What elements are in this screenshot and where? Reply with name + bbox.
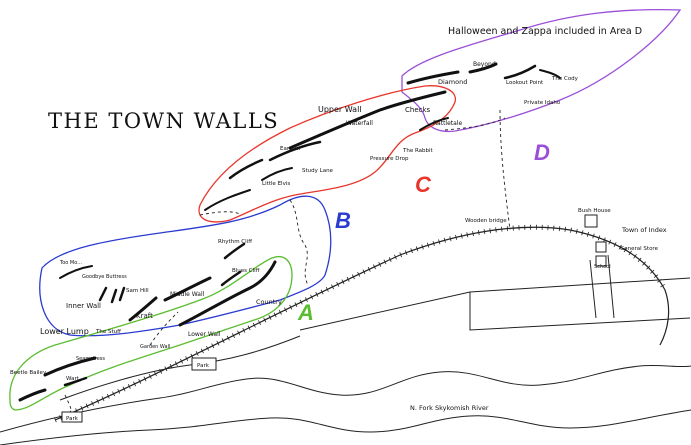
trails — [64, 109, 511, 421]
label-the-cody: The Cody — [551, 76, 579, 82]
label-bush-house: Bush House — [578, 208, 611, 214]
label-waterfall: Waterfall — [346, 120, 373, 127]
label-lower-wall: Lower Wall — [188, 331, 221, 338]
label-earwax: Earwax — [280, 146, 301, 152]
label-too-mo: Too Mo... — [59, 260, 82, 266]
label-river: N. Fork Skykomish River — [410, 404, 489, 412]
label-rattletale: Rattletale — [433, 120, 462, 127]
area-a-outline — [9, 256, 293, 411]
label-wart: Wart — [66, 376, 80, 382]
label-sam-hill: Sam Hill — [126, 288, 149, 294]
label-rhythm-cliff: Rhythm Cliff — [218, 239, 252, 245]
label-diamond: Diamond — [438, 78, 467, 86]
label-garden-wall: Garden Wall — [140, 344, 170, 350]
label-seamstress: Seamstress — [76, 356, 105, 362]
area-d-note: Halloween and Zappa included in Area D — [448, 26, 642, 37]
area-c-letter: C — [415, 172, 432, 197]
town-roads — [299, 254, 691, 331]
label-blues-cliff: Blues Cliff — [232, 268, 260, 274]
label-pressure-drop: Pressure Drop — [370, 156, 409, 162]
label-park-1: Park — [197, 363, 210, 369]
label-upper-wall: Upper Wall — [318, 105, 362, 114]
area-a-letter: A — [297, 300, 314, 325]
area-c-outline — [198, 85, 457, 223]
label-lower-lump: Lower Lump — [40, 327, 89, 336]
label-beetle-bailey: Beetle Bailey — [10, 370, 47, 376]
park-box-2 — [61, 411, 83, 423]
label-inner-wall: Inner Wall — [66, 302, 101, 310]
label-private-idaho: Private Idaho — [524, 100, 561, 106]
label-general-store: General Store — [620, 246, 659, 252]
area-d-letter: D — [534, 140, 550, 165]
label-the-rabbit: The Rabbit — [402, 148, 434, 154]
river — [0, 364, 691, 445]
area-b-outline — [39, 195, 332, 337]
label-town-of-index: Town of Index — [621, 226, 667, 234]
cliff-lines — [18, 62, 561, 402]
label-middle-wall: Middle Wall — [170, 291, 205, 298]
railroad — [54, 224, 670, 423]
lower-road — [59, 335, 301, 401]
area-b-letter: B — [335, 208, 351, 233]
label-kraft: Kraft — [136, 312, 153, 320]
town-buildings — [584, 214, 607, 267]
map-title: THE TOWN WALLS — [48, 109, 279, 133]
label-beyond: Beyond — [473, 61, 496, 68]
area-d-outline — [401, 9, 682, 133]
label-wooden-bridge: Wooden bridge — [465, 218, 507, 224]
label-study-lane: Study Lane — [302, 168, 334, 174]
label-goodbye-buttress: Goodbye Buttress — [82, 274, 127, 280]
label-lookout-point: Lookout Point — [506, 80, 544, 86]
label-little-elvis: Little Elvis — [262, 181, 290, 187]
label-checks: Checks — [405, 106, 431, 114]
label-school: School — [594, 264, 611, 270]
label-park-2: Park — [66, 416, 79, 422]
park-box-1 — [191, 357, 217, 371]
label-country: Country — [256, 298, 282, 306]
label-the-stuff: The Stuff — [95, 329, 121, 335]
